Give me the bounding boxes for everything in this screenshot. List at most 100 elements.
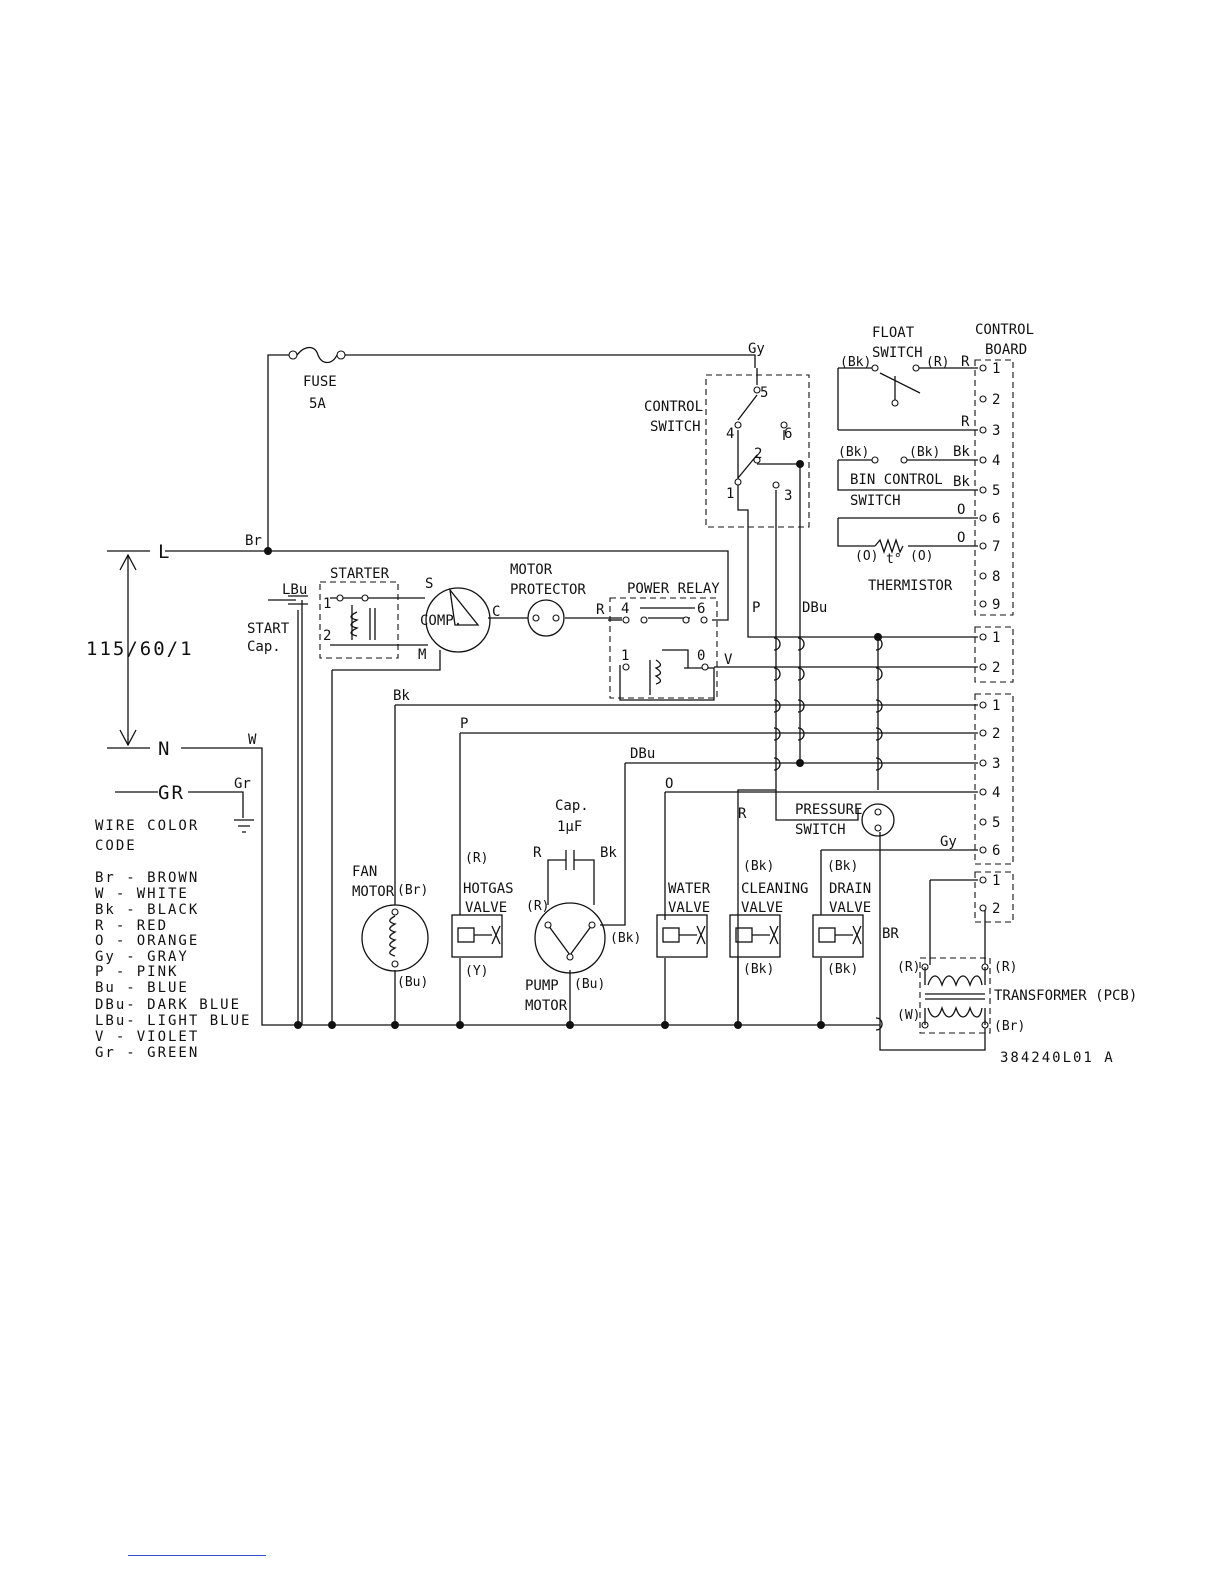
wires [115,354,986,1051]
start-cap-label-1: START [247,621,290,637]
cleaning-2: VALVE [741,900,783,916]
bin-Bk-2: (Bk) [909,445,940,460]
pump-R: (R) [526,899,549,914]
pump-Bu: (Bu) [574,977,605,992]
wire-Gr: Gr [234,776,251,792]
fan-motor-2: MOTOR [352,884,395,900]
text-labels: FUSE 5A L N GR 115/60/1 Br Gy LBu W Gr S… [86,322,1137,1066]
pump-cap-1: Cap. [555,798,589,814]
therm-O-1: (O) [855,549,878,564]
pump-2: MOTOR [525,998,568,1014]
therm-t: t° [886,552,902,567]
legend-entry: V - VIOLET [95,1029,199,1045]
transformer-R-left: (R) [897,960,920,975]
comp-label: COMP. [420,613,462,629]
water-2: VALVE [668,900,710,916]
wire-V: V [724,652,733,668]
fan-motor-1: FAN [352,864,377,880]
water-1: WATER [668,881,711,897]
voltage-rating: 115/60/1 [86,638,194,660]
drain-Bk-bottom: (Bk) [827,962,858,977]
pressure-switch-1: PRESSURE [795,802,862,818]
thermistor-label: THERMISTOR [868,578,953,594]
wire-P-mid: P [460,716,468,732]
control-switch-2: SWITCH [650,419,701,435]
wire-W: W [248,732,257,748]
board-Bk5: Bk [953,474,970,490]
legend-entry: R - RED [95,918,168,934]
comp-M: M [418,647,426,663]
svg-text:3: 3 [992,423,1000,439]
svg-text:2: 2 [992,660,1000,676]
svg-text:1: 1 [323,596,331,612]
comp-S: S [425,576,433,592]
svg-text:2: 2 [992,392,1000,408]
svg-text:6: 6 [784,426,792,442]
board-Bk4: Bk [953,444,970,460]
board-R3: R [961,414,970,430]
float-switch-1: FLOAT [872,325,915,341]
component-shapes [107,346,989,1031]
svg-text:1: 1 [726,486,734,502]
svg-text:7: 7 [992,539,1000,555]
svg-text:8: 8 [992,569,1000,585]
svg-text:2: 2 [754,446,762,462]
svg-text:3: 3 [784,488,792,504]
float-Bk: (Bk) [840,355,871,370]
control-switch-1: CONTROL [644,399,703,415]
transformer-R-right: (R) [994,960,1017,975]
board-R1: R [961,354,970,370]
hotgas-R: (R) [465,851,488,866]
svg-text:4: 4 [726,426,734,442]
svg-text:5: 5 [992,483,1000,499]
svg-text:5: 5 [760,385,768,401]
cleaning-1: CLEANING [741,881,808,897]
hotgas-1: HOTGAS [463,881,514,897]
wire-LBu: LBu [282,582,307,598]
wire-Gy-bottom: Gy [940,834,957,850]
start-cap-label-2: Cap. [247,639,281,655]
legend-entry: Gy - GRAY [95,949,189,965]
terminal-numbers: 1 2 4 6 1 0 5 4 6 2 1 3 [323,385,792,664]
fuse-label: FUSE [303,374,337,390]
wire-O-mid: O [665,776,673,792]
svg-text:5: 5 [992,815,1000,831]
wire-Br: Br [245,533,262,549]
part-number: 384240L01 A [1000,1050,1115,1066]
drain-2: VALVE [829,900,871,916]
pressure-switch-2: SWITCH [795,822,846,838]
bin-Bk-1: (Bk) [838,445,869,460]
label-N: N [158,738,171,760]
wire-R-mid: R [738,806,747,822]
svg-text:4: 4 [992,453,1000,469]
pump-cap-R: R [533,845,542,861]
float-switch-2: SWITCH [872,345,923,361]
svg-text:4: 4 [621,601,629,617]
label-L: L [158,541,171,563]
wire-P-top: P [752,600,760,616]
cleaning-Bk-top: (Bk) [743,859,774,874]
fan-Bu: (Bu) [397,975,428,990]
svg-text:0: 0 [697,648,705,664]
junction-dots [264,460,882,1029]
wire-Gy-top: Gy [748,341,765,357]
wire-DBu-top: DBu [802,600,827,616]
legend-entry: P - PINK [95,964,178,980]
link-underline[interactable] [128,1555,266,1556]
legend-entry: LBu- LIGHT BLUE [95,1013,251,1029]
svg-text:1: 1 [992,361,1000,377]
comp-C: C [492,604,500,620]
svg-text:1: 1 [992,873,1000,889]
legend-entry: W - WHITE [95,886,189,902]
transformer-W: (W) [897,1008,920,1023]
board-O6: O [957,502,965,518]
legend-entry: Gr - GREEN [95,1045,199,1061]
svg-text:2: 2 [992,901,1000,917]
wire-R-relay: R [596,602,605,618]
pump-Bk: (Bk) [610,931,641,946]
svg-text:6: 6 [697,601,705,617]
transformer-label: TRANSFORMER (PCB) [994,988,1137,1004]
svg-text:9: 9 [992,597,1000,613]
legend-title-1: WIRE COLOR [95,818,199,834]
